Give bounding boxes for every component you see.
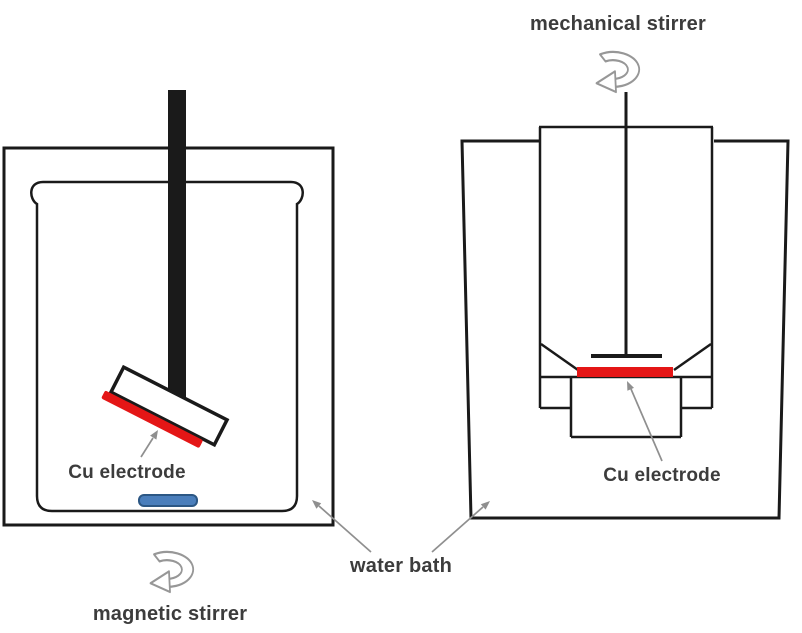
cu-electrode-left-arrow [140, 430, 158, 458]
mechanical-stirrer-label: mechanical stirrer [530, 13, 706, 35]
electrode-holder-rod [168, 90, 186, 400]
funnel-right-wall [673, 342, 712, 372]
beaker [30, 180, 304, 513]
tilted-electrode-holder [101, 364, 230, 448]
cu-electrode-right-arrow [627, 381, 663, 462]
electrode-holder-plate [108, 364, 230, 448]
mechanical-stirrer-rotation-icon [595, 50, 641, 94]
magnetic-stir-bar [138, 494, 198, 507]
magnetic-stirrer-rotation-icon [149, 550, 195, 594]
cu-electrode-left-strip [101, 390, 203, 448]
water-bath-right-arrow [431, 501, 490, 553]
water-bath-left-arrow [312, 500, 372, 553]
water-bath-label: water bath [349, 555, 453, 577]
funnel-left-wall [540, 342, 579, 372]
cu-electrode-right-strip [577, 367, 673, 377]
magnetic-stirrer-label: magnetic stirrer [92, 603, 248, 625]
cu-electrode-right-label: Cu electrode [603, 465, 721, 486]
cu-electrode-left-label: Cu electrode [68, 462, 186, 483]
